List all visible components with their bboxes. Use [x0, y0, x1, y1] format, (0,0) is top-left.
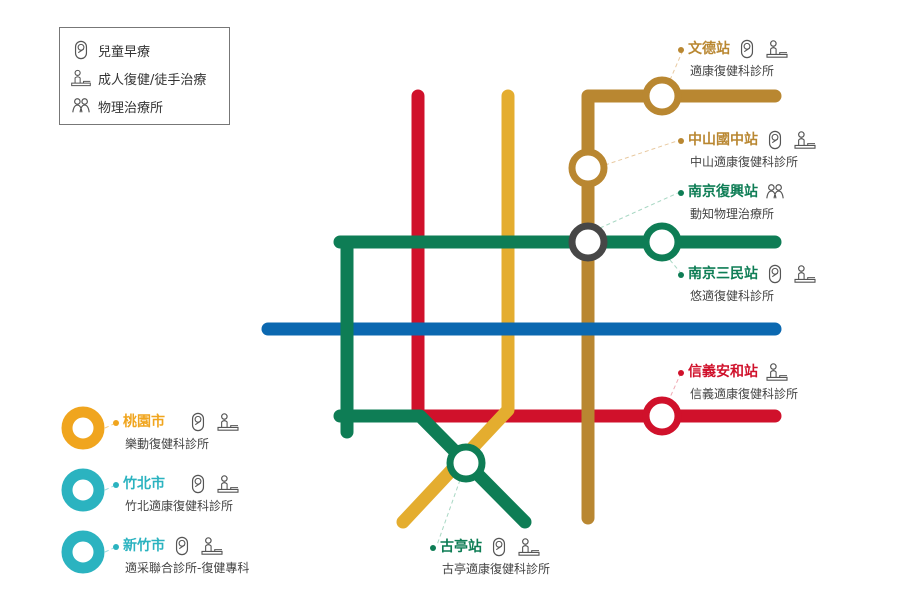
station-nanjing-fuxing[interactable]: [568, 222, 608, 262]
legend: 兒童早療 成人復健/徒手治療 物理治療所: [59, 27, 230, 125]
city-label: 竹北市 竹北適康復健科診所: [113, 474, 241, 515]
rehab-icon: [764, 39, 790, 59]
rehab-icon: [215, 412, 241, 432]
city-taoyuan-marker[interactable]: [61, 406, 105, 450]
rehab-icon: [764, 362, 790, 382]
baby-icon: [187, 474, 209, 494]
baby-icon: [171, 536, 193, 556]
rehab-icon: [70, 68, 92, 88]
yellow-line: [396, 89, 515, 529]
baby-icon: [764, 130, 786, 150]
station-label: 文德站 適康復健科診所: [678, 39, 790, 80]
legend-item: 物理治療所: [70, 92, 219, 120]
baby-icon: [764, 264, 786, 284]
baby-icon: [488, 537, 510, 557]
station-label: 中山國中站 中山適康復健科診所: [678, 130, 818, 171]
city-label: 桃園市 樂動復健科診所: [113, 412, 241, 453]
baby-icon: [70, 40, 92, 60]
physio-icon: [70, 96, 92, 116]
rehab-icon: [792, 130, 818, 150]
city-zhubei-marker[interactable]: [61, 468, 105, 512]
legend-item: 成人復健/徒手治療: [70, 64, 219, 92]
rehab-icon: [516, 537, 542, 557]
baby-icon: [736, 39, 758, 59]
station-label: 古亭站 古亭適康復健科診所: [430, 537, 550, 578]
rehab-icon: [199, 536, 225, 556]
baby-icon: [187, 412, 209, 432]
station-zhongshan-junior-high[interactable]: [568, 148, 608, 188]
gold-line: [581, 89, 782, 525]
city-label: 新竹市 適采聯合診所-復健專科: [113, 536, 249, 577]
station-label: 信義安和站 信義適康復健科診所: [678, 362, 798, 403]
station-wende[interactable]: [642, 76, 682, 116]
legend-item: 兒童早療: [70, 36, 219, 64]
physio-icon: [764, 182, 786, 202]
rehab-icon: [215, 474, 241, 494]
station-nanjing-sanmin[interactable]: [642, 222, 682, 262]
station-label: 南京復興站 動知物理治療所: [678, 182, 786, 223]
green-line: [333, 235, 782, 529]
rehab-icon: [792, 264, 818, 284]
city-hsinchu-marker[interactable]: [61, 530, 105, 574]
station-guting[interactable]: [446, 443, 486, 483]
station-xinyi-anhe[interactable]: [642, 396, 682, 436]
station-label: 南京三民站 悠適復健科診所: [678, 264, 818, 305]
